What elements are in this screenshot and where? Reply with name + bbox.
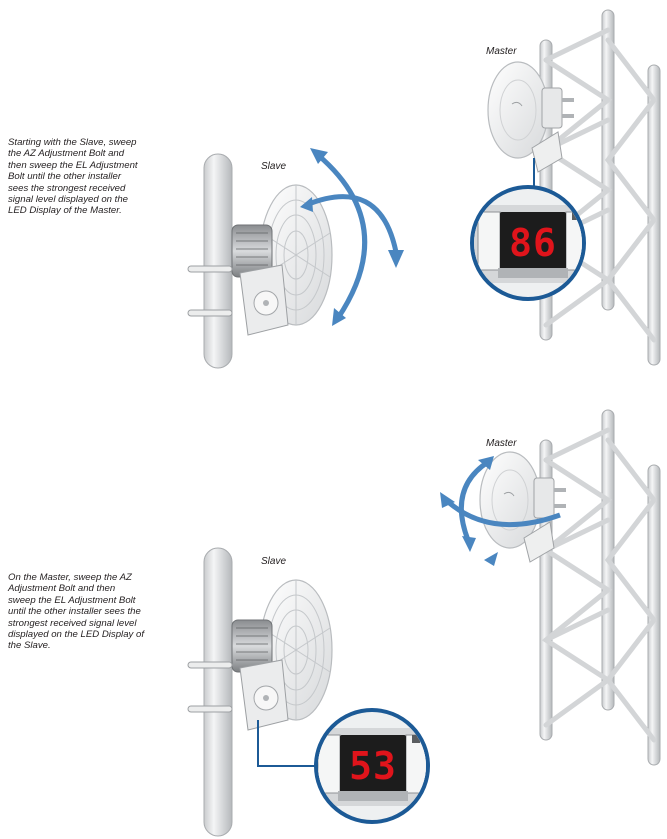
- slave-pole-2: [203, 547, 233, 837]
- scene-2: Master Slave: [187, 410, 660, 837]
- master-label-2: Master: [486, 438, 517, 449]
- master-tower-2: [540, 410, 660, 765]
- az-sweep-arrow: [300, 194, 404, 268]
- slave-label-2: Slave: [261, 556, 286, 567]
- instruction-step-2: On the Master, sweep the AZ Adjustment B…: [8, 572, 144, 652]
- master-label: Master: [486, 46, 517, 57]
- slave-label: Slave: [261, 161, 286, 172]
- instruction-step-1: Starting with the Slave, sweep the AZ Ad…: [8, 137, 138, 217]
- master-radio-2: [478, 450, 568, 564]
- callout-connector-2: [257, 720, 318, 767]
- led-callout-slave: 53: [314, 708, 430, 824]
- slave-radio-2: [231, 579, 333, 731]
- master-radio: [486, 60, 576, 174]
- scene-1: Master 86 Slave: [187, 10, 660, 369]
- master-tower: [540, 10, 660, 365]
- el-sweep-arrow: [310, 148, 368, 326]
- slave-pole: [203, 153, 233, 369]
- pole-clamps-2: [187, 661, 233, 713]
- pole-clamps: [187, 265, 233, 317]
- led-display-value: 86: [509, 221, 557, 265]
- slave-radio: [231, 184, 333, 336]
- led-display-value-2: 53: [349, 744, 397, 788]
- led-callout-master: 86: [470, 185, 586, 301]
- master-sweep-arrows: [440, 456, 561, 566]
